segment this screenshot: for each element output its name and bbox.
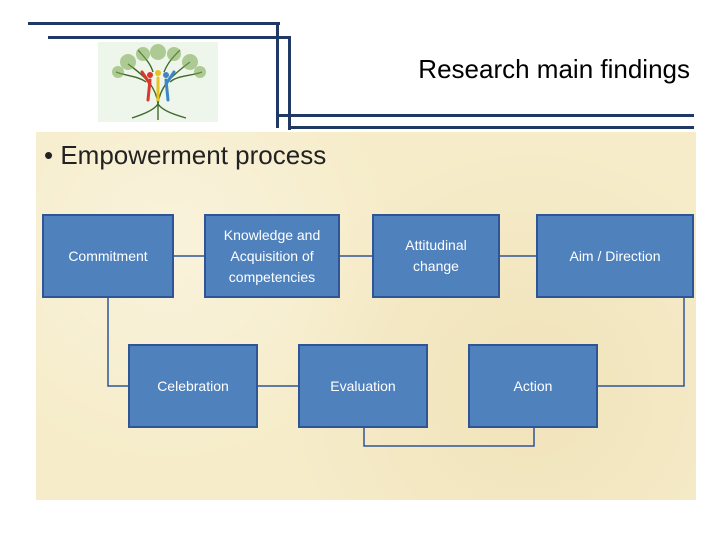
node-commitment: Commitment: [42, 214, 174, 298]
node-evaluation: Evaluation: [298, 344, 428, 428]
node-celebration: Celebration: [128, 344, 258, 428]
link-action-evaluation: [364, 428, 534, 446]
link-celebration-commitment: [108, 298, 128, 386]
node-aim-direction: Aim / Direction: [536, 214, 694, 298]
node-knowledge-acquisition: Knowledge and Acquisition of competencie…: [204, 214, 340, 298]
node-attitudinal-change: Attitudinal change: [372, 214, 500, 298]
node-action: Action: [468, 344, 598, 428]
